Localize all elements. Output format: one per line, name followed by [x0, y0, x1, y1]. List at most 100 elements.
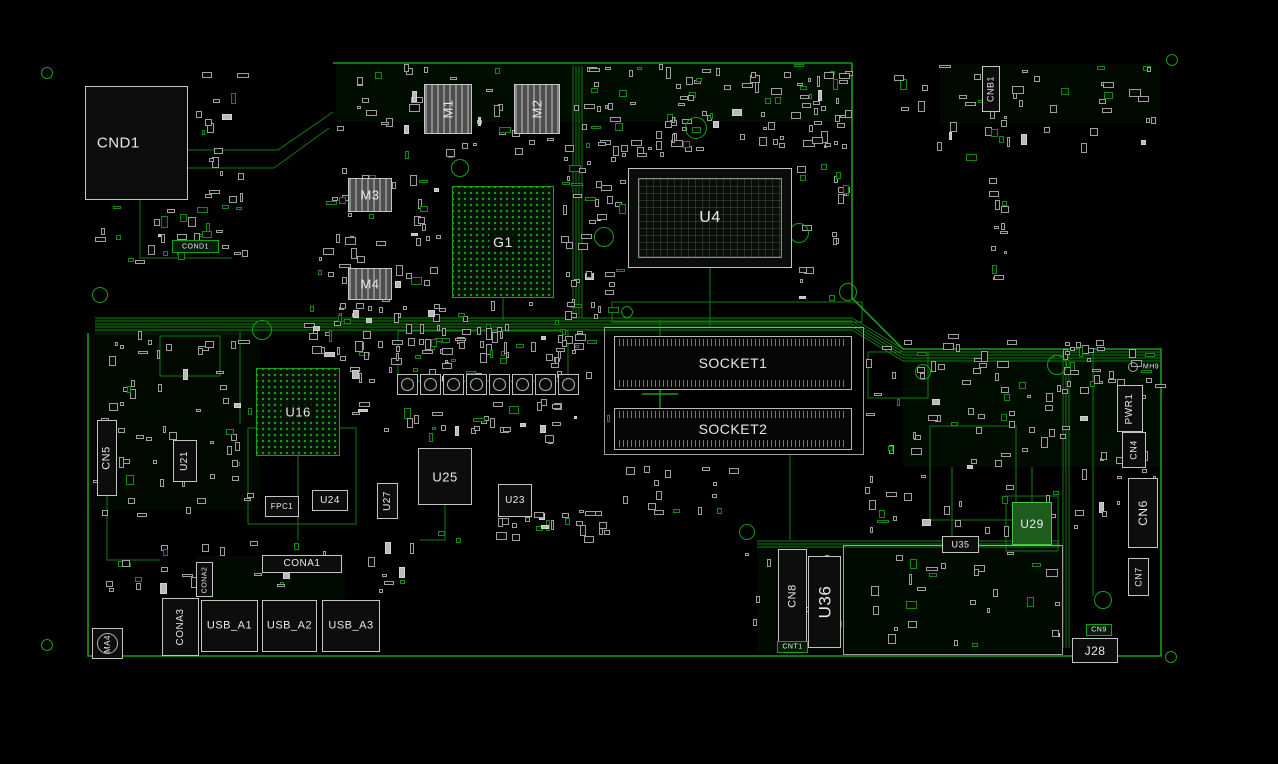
cona1-component[interactable]: CONA1	[262, 555, 342, 573]
small-part	[383, 581, 394, 585]
cona3-component[interactable]: CONA3	[162, 598, 199, 656]
u24-component[interactable]: U24	[312, 490, 348, 511]
small-part	[581, 234, 593, 240]
u35-component[interactable]: U35	[942, 536, 979, 553]
small-part	[204, 340, 215, 349]
small-part	[101, 227, 105, 235]
small-part	[1087, 357, 1091, 362]
small-part	[318, 257, 322, 261]
fpc1-component[interactable]: FPC1	[265, 496, 299, 517]
small-part	[496, 326, 502, 333]
small-part	[618, 203, 626, 215]
u27-component[interactable]: U27	[377, 483, 398, 519]
m4-component[interactable]: M4	[348, 268, 392, 300]
small-part	[231, 459, 239, 468]
usb_a3-component[interactable]: USB_A3	[322, 600, 380, 652]
small-part	[865, 412, 876, 417]
small-part	[869, 476, 873, 484]
cnt1-component[interactable]: CNT1	[777, 641, 808, 653]
cnb1-component[interactable]: CNB1	[982, 66, 1000, 112]
usb_a2-component[interactable]: USB_A2	[262, 600, 317, 652]
small-part	[739, 134, 745, 140]
usb_a1-component[interactable]: USB_A1	[201, 600, 258, 652]
cn4-component[interactable]: CN4	[1122, 432, 1146, 468]
small-part	[1142, 468, 1148, 474]
u21-component[interactable]: U21	[173, 440, 197, 482]
cn7-component[interactable]: CN7	[1128, 558, 1149, 596]
g1-component[interactable]: G1	[452, 186, 554, 298]
cnd1-component[interactable]: CND1	[85, 86, 188, 200]
small-part	[608, 282, 616, 288]
cona2-component[interactable]: CONA2	[196, 562, 213, 597]
cn6-component[interactable]: CN6	[1128, 478, 1158, 548]
small-part	[619, 179, 627, 185]
small-part	[636, 153, 648, 157]
small-part	[158, 384, 162, 393]
small-part	[687, 94, 694, 101]
small-part	[221, 245, 230, 249]
small-part	[671, 140, 683, 147]
cn8-component[interactable]: CN8	[778, 549, 807, 642]
small-part	[407, 338, 415, 347]
socket2-component[interactable]: SOCKET2	[614, 408, 852, 450]
m2-component[interactable]: M2	[514, 84, 560, 134]
u29-component[interactable]: U29	[1012, 502, 1052, 545]
j28-component[interactable]: J28	[1072, 638, 1118, 663]
small-part	[544, 435, 555, 444]
mounting-hole	[41, 67, 53, 79]
small-part	[294, 543, 300, 551]
small-part	[921, 519, 931, 526]
u23-component[interactable]: U23	[498, 484, 532, 517]
small-part	[958, 95, 968, 100]
u16-component[interactable]: U16	[256, 368, 340, 456]
small-part	[338, 263, 351, 269]
small-part	[1079, 347, 1083, 358]
small-part	[561, 328, 566, 335]
small-part	[399, 566, 405, 578]
u4-component[interactable]: U4	[628, 168, 792, 268]
small-part	[906, 601, 917, 609]
small-part	[974, 73, 981, 81]
u29-label: U29	[1020, 516, 1044, 531]
small-part	[865, 359, 872, 369]
m1-component[interactable]: M1	[424, 84, 472, 134]
u25-component[interactable]: U25	[418, 448, 472, 505]
small-part	[808, 124, 813, 133]
small-part	[392, 339, 404, 345]
small-part	[422, 223, 427, 231]
small-part	[322, 248, 334, 255]
u24-label: U24	[320, 494, 340, 506]
small-part	[659, 152, 664, 157]
pwr1-component[interactable]: PWR1	[1117, 385, 1143, 432]
socket1-component[interactable]: SOCKET1	[614, 336, 852, 390]
small-part	[439, 308, 447, 312]
small-part	[357, 106, 361, 110]
mh9-component[interactable]: MH9	[1138, 361, 1164, 372]
cn5-component[interactable]: CN5	[97, 420, 117, 496]
small-part	[161, 566, 168, 572]
small-part	[1006, 551, 1014, 555]
small-part	[797, 165, 806, 173]
small-part	[363, 330, 371, 340]
ma4-component[interactable]: MA4	[92, 628, 123, 659]
small-part	[723, 84, 731, 90]
small-part	[356, 77, 364, 86]
small-part	[340, 303, 346, 310]
mounting-hole	[1165, 651, 1177, 663]
m3-component[interactable]: M3	[348, 178, 392, 212]
cn9-component[interactable]: CN9	[1086, 624, 1112, 636]
u36-component[interactable]: U36	[808, 556, 841, 648]
small-part	[778, 143, 785, 149]
small-part	[147, 245, 155, 255]
small-part	[458, 312, 466, 318]
small-part	[710, 113, 714, 119]
small-part	[165, 344, 173, 351]
small-part	[499, 357, 508, 364]
small-part	[213, 147, 223, 154]
small-part	[655, 491, 663, 500]
small-part	[893, 515, 898, 522]
small-part	[160, 234, 165, 243]
cond1-component[interactable]: COND1	[172, 240, 219, 253]
small-part	[578, 167, 586, 173]
